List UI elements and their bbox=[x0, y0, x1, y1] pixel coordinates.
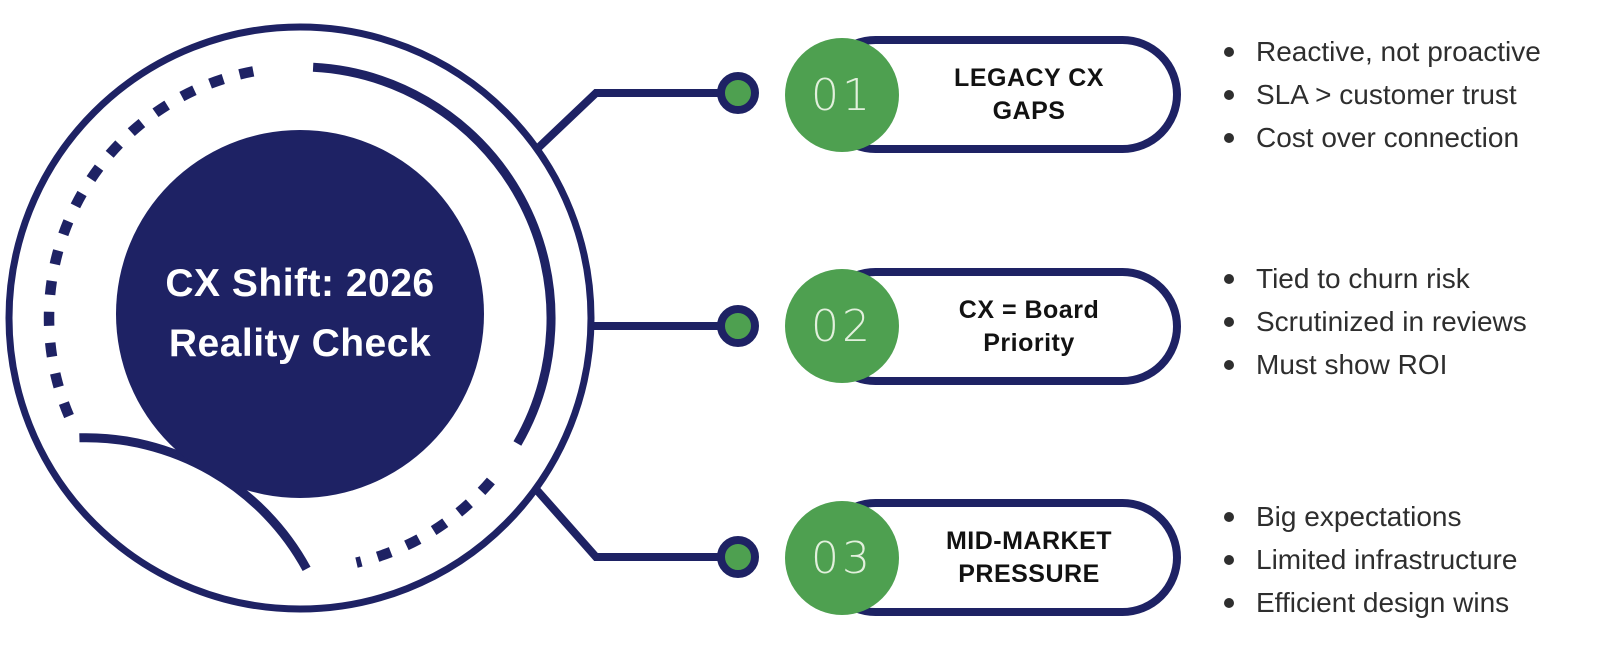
bullet-item: Cost over connection bbox=[1210, 116, 1610, 159]
bullet-item: Must show ROI bbox=[1210, 343, 1610, 386]
center-title-line2: Reality Check bbox=[168, 322, 432, 365]
bullet-item: Scrutinized in reviews bbox=[1210, 300, 1610, 343]
bullet-list-2: Tied to churn risk Scrutinized in review… bbox=[1210, 257, 1610, 386]
connector-line-1 bbox=[534, 89, 718, 152]
center-title-line1: CX Shift: 2026 bbox=[165, 262, 435, 305]
bullet-item: Big expectations bbox=[1210, 495, 1610, 538]
bullet-list-3: Big expectations Limited infrastructure … bbox=[1210, 495, 1610, 624]
outer-ring bbox=[5, 23, 595, 613]
step-title-2: CX = Board Priority bbox=[958, 296, 1100, 357]
center-circle: CX Shift: 2026 Reality Check bbox=[116, 130, 484, 498]
bullet-item: Limited infrastructure bbox=[1210, 538, 1610, 581]
middle-arc-dashed-left bbox=[43, 64, 266, 419]
bullet-item: Reactive, not proactive bbox=[1210, 30, 1610, 73]
step-number-1: 01 bbox=[811, 69, 873, 121]
middle-arc-solid-right bbox=[312, 62, 556, 446]
connector-line-3 bbox=[532, 485, 718, 561]
step-number-circle-3: 03 bbox=[785, 501, 899, 615]
step-title-1: LEGACY CX GAPS bbox=[954, 64, 1104, 125]
step-number-circle-2: 02 bbox=[785, 269, 899, 383]
bullet-list-1: Reactive, not proactive SLA > customer t… bbox=[1210, 30, 1610, 159]
bullet-item: Efficient design wins bbox=[1210, 581, 1610, 624]
node-dot-1 bbox=[717, 72, 759, 114]
node-dot-3 bbox=[717, 536, 759, 578]
step-title-3: MID-MARKET PRESSURE bbox=[945, 527, 1113, 588]
step-number-2: 02 bbox=[811, 300, 873, 352]
step-number-3: 03 bbox=[811, 532, 873, 584]
node-dot-2 bbox=[717, 305, 759, 347]
bullet-item: Tied to churn risk bbox=[1210, 257, 1610, 300]
bullet-item: SLA > customer trust bbox=[1210, 73, 1610, 116]
step-number-circle-1: 01 bbox=[785, 38, 899, 152]
